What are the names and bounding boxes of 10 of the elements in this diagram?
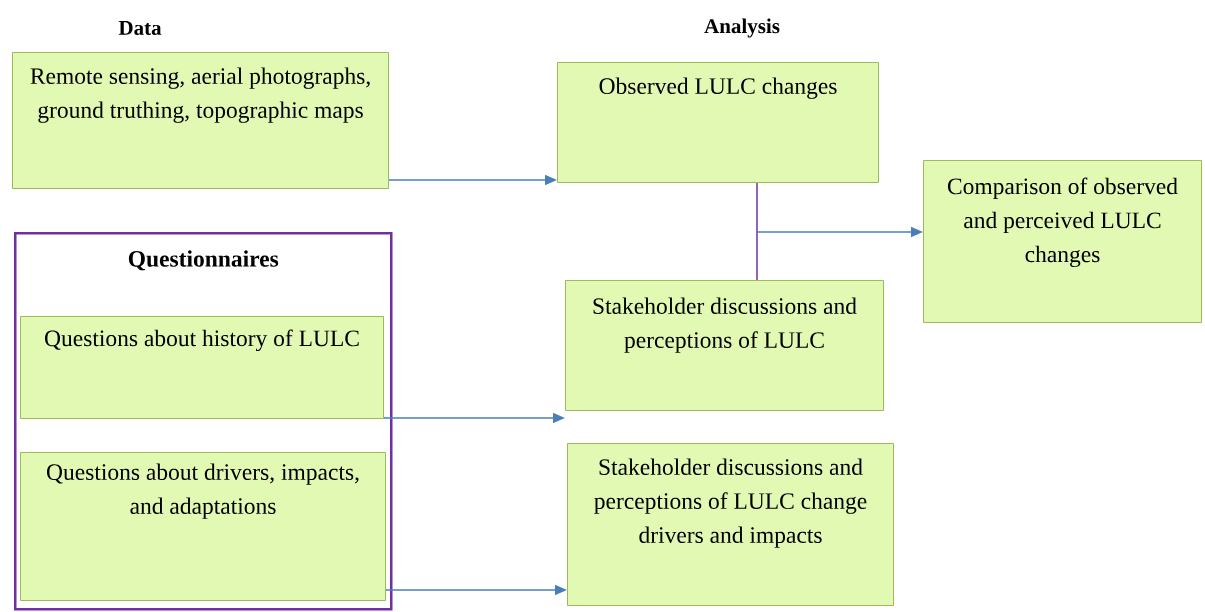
connector-line [756, 231, 758, 281]
process-box: Observed LULC changes [557, 62, 879, 183]
process-box: Questions about history of LULC [20, 316, 384, 419]
column-heading: Analysis [704, 18, 780, 38]
process-box: Remote sensing, aerial photographs, ground truthing, topographic maps [12, 52, 389, 189]
connector-line [756, 182, 758, 233]
process-box: Questions about drivers, impacts, and adaptations [20, 452, 386, 601]
process-box: Stakeholder discussions and perceptions of LULC [565, 280, 884, 411]
process-box: Stakeholder discussions and perceptions of LULC change drivers and impacts [567, 443, 894, 606]
process-box: Comparison of observed and perceived LULC changes [923, 160, 1202, 323]
